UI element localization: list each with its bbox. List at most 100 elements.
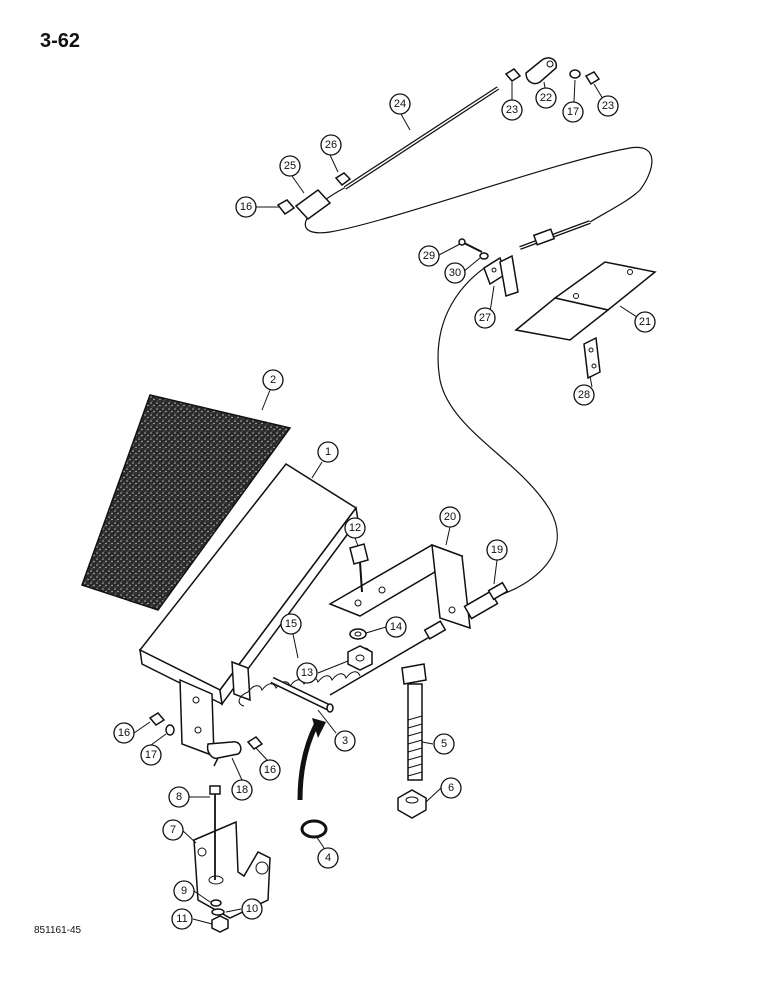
page-number: 3-62 [40, 30, 81, 52]
svg-text:24: 24 [394, 98, 406, 110]
svg-text:30: 30 [449, 267, 461, 279]
svg-text:15: 15 [285, 618, 297, 630]
pedal-pad-2 [81, 394, 292, 611]
snap-ring-4 [300, 819, 328, 839]
svg-text:22: 22 [540, 92, 552, 104]
callout-17-a: 17 [562, 101, 584, 123]
callout-17-b: 17 [140, 744, 162, 766]
callout-14: 14 [385, 616, 407, 638]
nut-26 [334, 172, 352, 187]
throttle-cable-lower [437, 257, 558, 596]
callout-9: 9 [173, 880, 195, 902]
svg-text:27: 27 [479, 312, 491, 324]
figure-code: 851161-45 [34, 925, 82, 936]
bolt-29 [458, 238, 483, 253]
callout-20: 20 [439, 506, 461, 528]
svg-text:14: 14 [390, 621, 402, 633]
throttle-cable [304, 146, 653, 234]
svg-text:4: 4 [325, 852, 331, 864]
callout-15: 15 [280, 613, 302, 635]
callout-13: 13 [296, 662, 318, 684]
callout-7: 7 [162, 819, 184, 841]
nut-16-right [246, 736, 264, 750]
svg-text:26: 26 [325, 139, 337, 151]
washer-30 [479, 252, 489, 260]
cable-threaded-end [519, 220, 591, 250]
ball-joint-18 [206, 741, 242, 767]
washer-9 [210, 899, 222, 907]
rod-24 [343, 86, 500, 190]
clip-27 [483, 254, 519, 297]
callout-30: 30 [444, 262, 466, 284]
svg-text:6: 6 [448, 782, 454, 794]
shaft-3 [270, 676, 334, 713]
callout-21: 21 [634, 311, 656, 333]
pedal-1 [138, 463, 359, 758]
nut-6 [397, 789, 427, 819]
nut-13 [347, 645, 373, 671]
svg-text:28: 28 [578, 389, 590, 401]
callout-25: 25 [279, 155, 301, 177]
callout-12: 12 [344, 517, 366, 539]
nut-16-left [148, 712, 166, 726]
sleeve-25 [294, 189, 332, 220]
washer-10 [211, 908, 225, 916]
control-rod [329, 620, 447, 696]
svg-text:17: 17 [567, 106, 579, 118]
callout-23-b: 23 [597, 95, 619, 117]
svg-text:12: 12 [349, 522, 361, 534]
bolt-5 [401, 663, 427, 781]
svg-text:5: 5 [441, 738, 447, 750]
callout-23-a: 23 [501, 99, 523, 121]
callout-16-c: 16 [259, 759, 281, 781]
nut-23-left [504, 68, 522, 82]
svg-text:7: 7 [170, 824, 176, 836]
nut-23-right [584, 71, 601, 86]
svg-text:1: 1 [325, 446, 331, 458]
svg-text:29: 29 [423, 250, 435, 262]
callout-10: 10 [241, 898, 263, 920]
callout-29: 29 [418, 245, 440, 267]
washer-17-left [165, 724, 175, 736]
svg-text:23: 23 [506, 104, 518, 116]
svg-text:16: 16 [118, 727, 130, 739]
washer-17-top [569, 69, 581, 79]
svg-text:21: 21 [639, 316, 651, 328]
bracket-20 [328, 543, 471, 630]
svg-text:23: 23 [602, 100, 614, 112]
svg-text:19: 19 [491, 544, 503, 556]
svg-text:2: 2 [270, 374, 276, 386]
nut-11 [211, 915, 229, 933]
callout-22: 22 [535, 87, 557, 109]
washer-14 [349, 628, 367, 640]
leader-lines [133, 79, 638, 925]
callout-18: 18 [231, 779, 253, 801]
callout-19: 19 [486, 539, 508, 561]
callout-26: 26 [320, 134, 342, 156]
callout-16-b: 16 [113, 722, 135, 744]
svg-text:16: 16 [264, 764, 276, 776]
svg-text:17: 17 [145, 749, 157, 761]
callout-1: 1 [317, 441, 339, 463]
callout-8: 8 [168, 786, 190, 808]
cable-fitting-19 [463, 581, 509, 620]
bolt-8 [209, 785, 221, 880]
svg-text:16: 16 [240, 201, 252, 213]
callout-11: 11 [171, 908, 193, 930]
clip-28 [583, 336, 601, 380]
ball-joint-22 [525, 57, 558, 85]
callout-28: 28 [573, 384, 595, 406]
bolt-12 [349, 543, 369, 593]
bracket-21 [514, 261, 657, 341]
svg-text:13: 13 [301, 667, 313, 679]
svg-text:3: 3 [342, 735, 348, 747]
svg-text:9: 9 [181, 885, 187, 897]
callout-27: 27 [474, 307, 496, 329]
svg-text:8: 8 [176, 791, 182, 803]
assembly-arrow [297, 718, 326, 801]
callout-4: 4 [317, 847, 339, 869]
svg-text:11: 11 [176, 913, 187, 925]
callout-6: 6 [440, 777, 462, 799]
svg-text:20: 20 [444, 511, 456, 523]
